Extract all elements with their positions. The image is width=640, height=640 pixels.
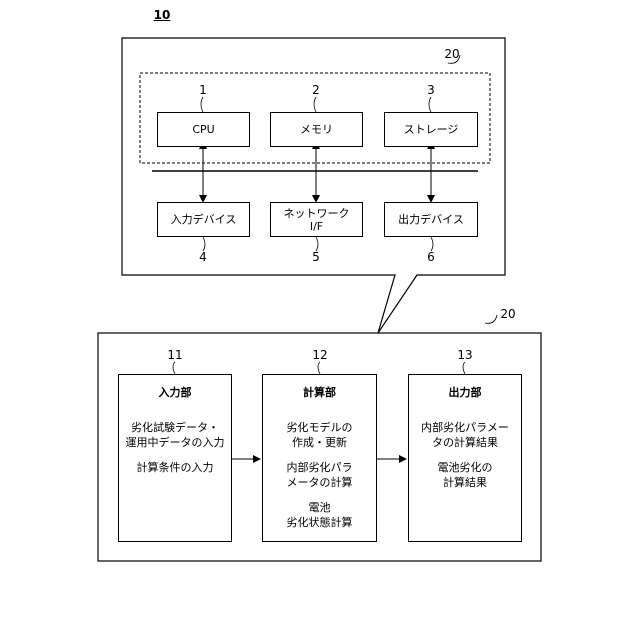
leader-3 bbox=[429, 97, 431, 112]
memory-label: メモリ bbox=[300, 123, 333, 136]
leader-12 bbox=[318, 362, 320, 374]
leader-20-bottom bbox=[485, 315, 497, 323]
leader-5 bbox=[316, 237, 318, 251]
output-module-number: 13 bbox=[457, 348, 472, 362]
hardware-group-label: 20 bbox=[444, 47, 459, 61]
output-module-line-1: 内部劣化パラメー タの計算結果 bbox=[409, 420, 521, 450]
input-module-number: 11 bbox=[167, 348, 182, 362]
calc-module-title: 計算部 bbox=[263, 385, 376, 400]
leader-4 bbox=[203, 237, 205, 251]
storage-box: ストレージ bbox=[384, 112, 478, 147]
leader-2 bbox=[314, 97, 316, 112]
output-device-box: 出力デバイス bbox=[384, 202, 478, 237]
input-module-box: 入力部 劣化試験データ・ 運用中データの入力 計算条件の入力 bbox=[118, 374, 232, 542]
calc-module-line-2: 内部劣化パラ メータの計算 bbox=[263, 460, 376, 490]
cpu-number: 1 bbox=[199, 83, 207, 97]
figure-label: 10 bbox=[154, 8, 171, 22]
network-if-number: 5 bbox=[312, 250, 320, 264]
output-device-number: 6 bbox=[427, 250, 435, 264]
leader-1 bbox=[201, 97, 203, 112]
storage-label: ストレージ bbox=[404, 123, 459, 136]
memory-box: メモリ bbox=[270, 112, 363, 147]
output-device-label: 出力デバイス bbox=[398, 213, 464, 226]
input-module-line-1: 劣化試験データ・ 運用中データの入力 bbox=[119, 420, 231, 450]
memory-number: 2 bbox=[312, 83, 320, 97]
storage-number: 3 bbox=[427, 83, 435, 97]
network-if-label: ネットワーク I/F bbox=[284, 207, 350, 233]
input-device-box: 入力デバイス bbox=[157, 202, 250, 237]
output-module-line-2: 電池劣化の 計算結果 bbox=[409, 460, 521, 490]
calc-module-line-1: 劣化モデルの 作成・更新 bbox=[263, 420, 376, 450]
leader-13 bbox=[463, 362, 465, 374]
input-module-line-2: 計算条件の入力 bbox=[119, 460, 231, 475]
input-module-title: 入力部 bbox=[119, 385, 231, 400]
calc-module-box: 計算部 劣化モデルの 作成・更新 内部劣化パラ メータの計算 電池 劣化状態計算 bbox=[262, 374, 377, 542]
calc-module-number: 12 bbox=[312, 348, 327, 362]
input-device-label: 入力デバイス bbox=[171, 213, 237, 226]
leader-6 bbox=[431, 237, 433, 251]
cpu-label: CPU bbox=[192, 123, 214, 136]
calc-module-line-3: 電池 劣化状態計算 bbox=[263, 500, 376, 530]
output-module-box: 出力部 内部劣化パラメー タの計算結果 電池劣化の 計算結果 bbox=[408, 374, 522, 542]
network-if-box: ネットワーク I/F bbox=[270, 202, 363, 237]
leader-11 bbox=[173, 362, 175, 374]
cpu-box: CPU bbox=[157, 112, 250, 147]
input-device-number: 4 bbox=[199, 250, 207, 264]
software-group-label: 20 bbox=[500, 307, 515, 321]
output-module-title: 出力部 bbox=[409, 385, 521, 400]
